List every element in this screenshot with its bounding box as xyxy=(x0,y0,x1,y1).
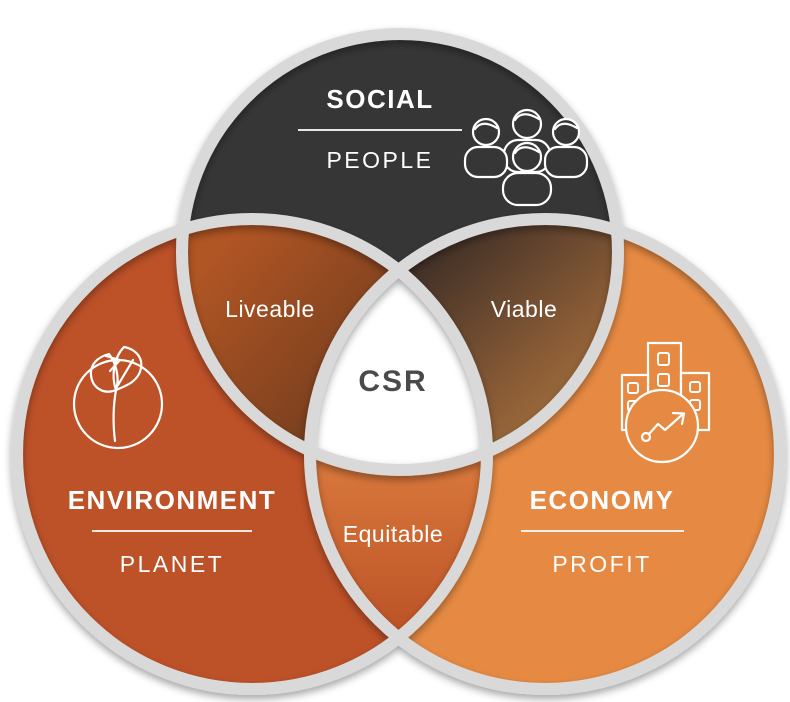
environment-label: ENVIRONMENT xyxy=(68,485,277,515)
buildings-growth-icon xyxy=(620,341,711,464)
liveable-label: Liveable xyxy=(225,296,315,322)
equitable-label: Equitable xyxy=(343,521,443,547)
economy-label: ECONOMY xyxy=(530,485,675,515)
csr-label: CSR xyxy=(358,365,427,398)
leaf-cycle-icon xyxy=(72,345,164,450)
profit-label: PROFIT xyxy=(552,551,651,577)
social-ring xyxy=(176,28,624,476)
social-label: SOCIAL xyxy=(326,84,433,114)
people-group-icon xyxy=(463,108,589,207)
planet-label: PLANET xyxy=(120,551,224,577)
people-label: PEOPLE xyxy=(326,147,433,173)
viable-label: Viable xyxy=(491,296,558,322)
